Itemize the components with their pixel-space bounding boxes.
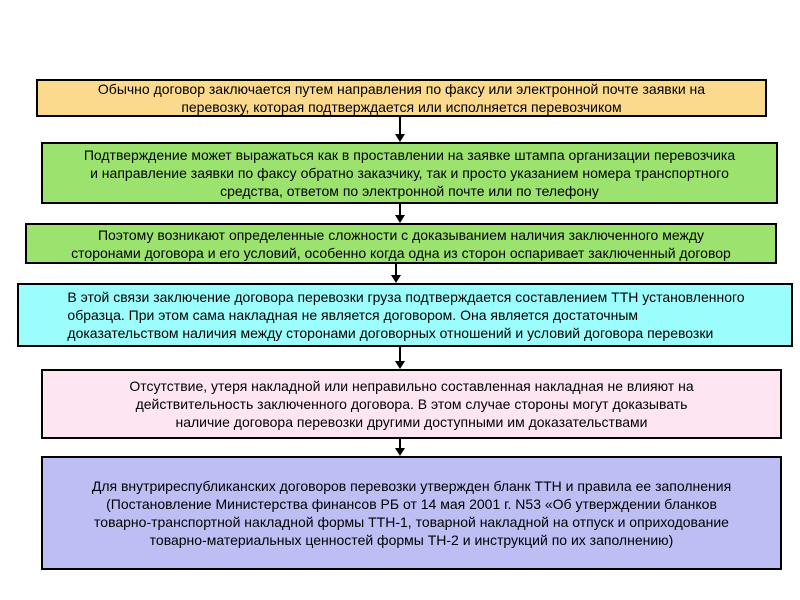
- flow-box-4-text: В этой связи заключение договора перевоз…: [67, 289, 745, 341]
- flow-box-5-text: Отсутствие, утеря накладной или неправил…: [129, 378, 694, 430]
- flow-box-3: Поэтому возникают определенные сложности…: [25, 223, 777, 264]
- flow-box-1-text: Обычно договор заключается путем направл…: [97, 81, 706, 115]
- flow-box-5: Отсутствие, утеря накладной или неправил…: [41, 369, 782, 439]
- flow-box-1: Обычно договор заключается путем направл…: [36, 79, 767, 117]
- flow-box-4: В этой связи заключение договора перевоз…: [17, 283, 793, 347]
- flow-box-2: Подтверждение может выражаться как в про…: [41, 142, 778, 204]
- flow-box-6: Для внутриреспубликанских договоров пере…: [41, 456, 782, 570]
- flow-box-6-text: Для внутриреспубликанских договоров пере…: [91, 478, 732, 548]
- flow-box-2-text: Подтверждение может выражаться как в про…: [83, 147, 736, 199]
- flow-box-3-text: Поэтому возникают определенные сложности…: [71, 226, 731, 261]
